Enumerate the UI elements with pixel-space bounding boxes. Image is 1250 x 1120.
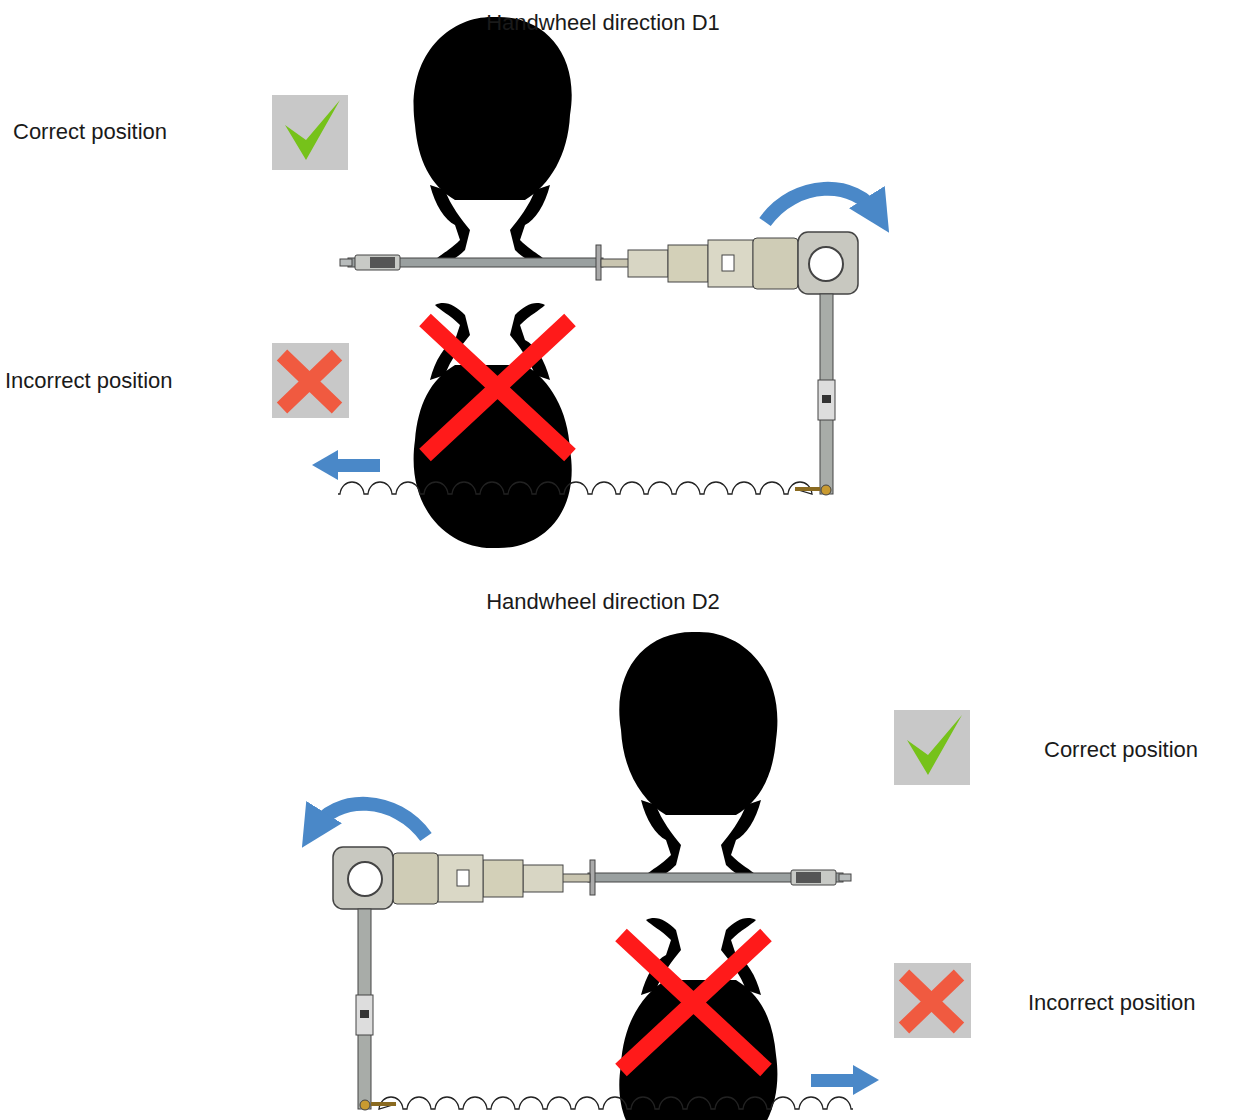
position-label: Incorrect position — [5, 368, 173, 394]
position-label: Correct position — [13, 119, 167, 145]
figure-heading: Handwheel direction D2 — [486, 589, 720, 615]
position-label: Incorrect position — [1028, 990, 1196, 1016]
figure-heading: Handwheel direction D1 — [486, 10, 720, 36]
position-label: Correct position — [1044, 737, 1198, 763]
